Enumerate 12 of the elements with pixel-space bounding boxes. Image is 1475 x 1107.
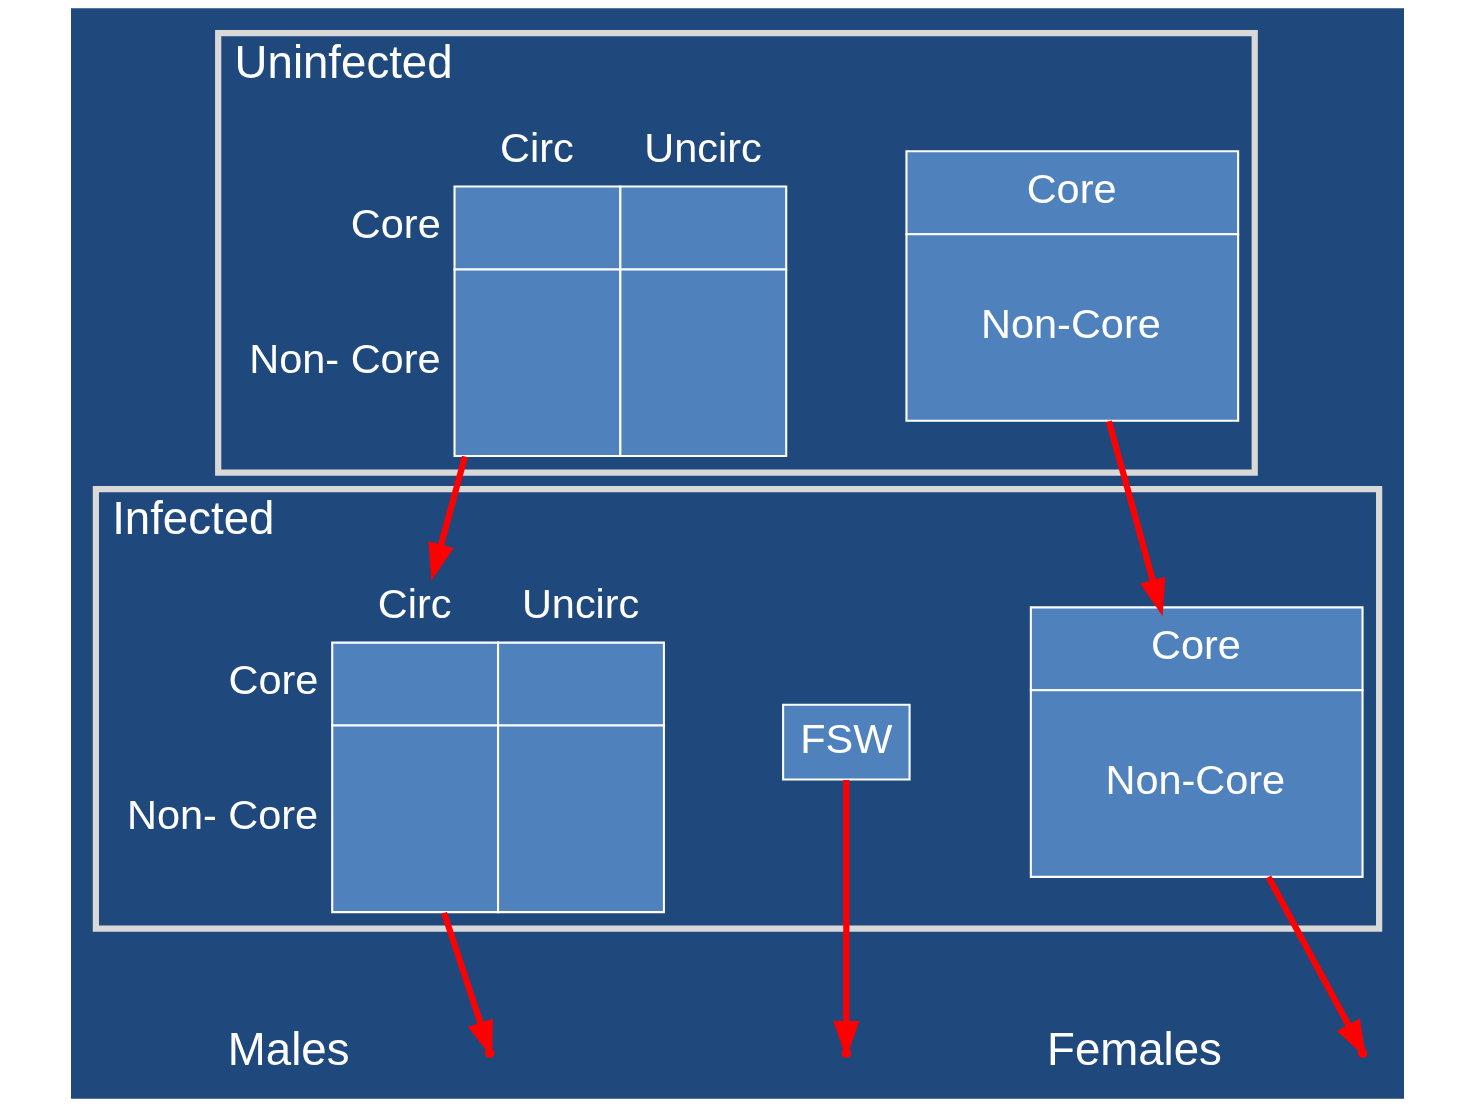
node-label: Core bbox=[350, 200, 441, 248]
label: Males bbox=[227, 1023, 350, 1075]
node-label: Uncirc bbox=[644, 123, 762, 171]
node-label: Uncirc bbox=[521, 579, 640, 627]
node-label: Non- Core bbox=[249, 335, 441, 383]
node-label: Circ bbox=[500, 123, 574, 171]
arrow bbox=[1105, 420, 1166, 617]
node-label: Circ bbox=[377, 579, 452, 627]
node-label: Core bbox=[228, 656, 319, 704]
node-label: Non- Core bbox=[126, 791, 319, 839]
node-box: FSW bbox=[782, 703, 911, 781]
label: Females bbox=[1047, 1023, 1222, 1075]
